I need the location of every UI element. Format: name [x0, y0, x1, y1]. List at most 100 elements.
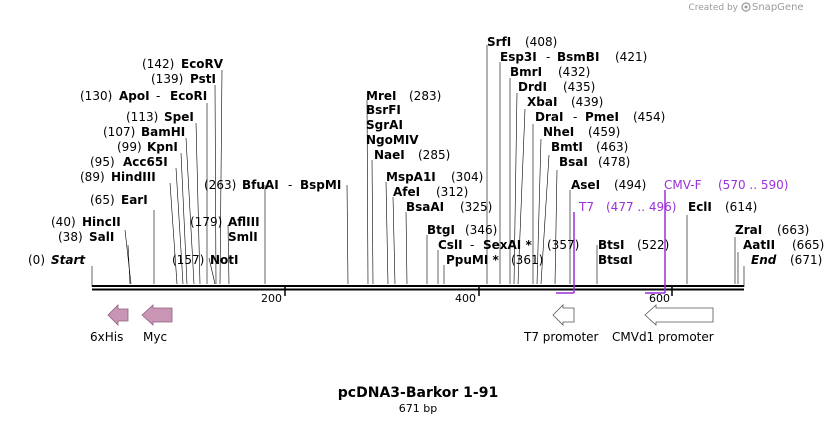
- site-separator: -: [288, 178, 292, 192]
- site-name-4: NgoMIV: [366, 133, 419, 147]
- site-mrei-group[interactable]: MreI (283) BsrFI SgrAI NgoMIV: [366, 89, 441, 147]
- feature-myc-label: Myc: [143, 330, 167, 344]
- site-separator: -: [470, 238, 474, 252]
- site-drdi[interactable]: DrdI (435): [518, 80, 595, 94]
- site-name: NotI: [210, 253, 239, 267]
- site-separator: -: [573, 110, 577, 124]
- site-ecli[interactable]: EclI (614): [688, 200, 757, 214]
- site-name: End: [751, 253, 777, 267]
- site-bmri[interactable]: BmrI (432): [510, 65, 590, 79]
- site-xbai[interactable]: XbaI (439): [527, 95, 603, 109]
- site-position: (432): [558, 65, 590, 79]
- site-position: (113): [126, 110, 158, 124]
- site-afei[interactable]: AfeI (312): [393, 185, 468, 199]
- tick-label-200: 200: [261, 292, 282, 305]
- site-name: SrfI: [487, 35, 511, 49]
- feature-cmvd1-promoter-arrow[interactable]: [644, 304, 714, 326]
- site-btsi-btsai[interactable]: BtsI (522) BtsαI: [598, 238, 669, 267]
- site-asei[interactable]: AseI (494): [571, 178, 646, 192]
- site-name: NaeI: [374, 148, 405, 162]
- site-position: (157): [172, 253, 204, 267]
- site-position: (285): [418, 148, 450, 162]
- site-acc65i[interactable]: (95) Acc65I: [90, 155, 168, 169]
- site-btgi[interactable]: BtgI (346): [427, 223, 497, 237]
- site-position: (454): [633, 110, 665, 124]
- tick-label-600: 600: [649, 292, 670, 305]
- site-psti[interactable]: (139) PstI: [151, 72, 216, 86]
- site-position: (665): [792, 238, 824, 252]
- site-naei[interactable]: NaeI (285): [374, 148, 450, 162]
- map-length: 671 bp: [399, 402, 437, 415]
- site-position: (312): [436, 185, 468, 199]
- feature-6xhis-arrow[interactable]: [107, 304, 129, 326]
- site-position: (0): [28, 253, 45, 267]
- site-name: XbaI: [527, 95, 557, 109]
- site-name: SalI: [89, 230, 114, 244]
- site-hincii[interactable]: (40) HincII: [51, 215, 121, 229]
- site-ppumi[interactable]: PpuMI * (361): [446, 253, 543, 267]
- site-name: EcoRV: [181, 57, 224, 71]
- site-name: Acc65I: [123, 155, 168, 169]
- site-mspa1i[interactable]: MspA1I (304): [386, 170, 483, 184]
- primer-t7-range: (477 .. 496): [606, 200, 676, 214]
- site-kpni[interactable]: (99) KpnI: [117, 140, 178, 154]
- site-name: AflIII: [228, 215, 260, 229]
- site-afliii-smli[interactable]: (179) AflIII SmlI: [190, 215, 260, 244]
- site-position: (435): [563, 80, 595, 94]
- site-bamhi[interactable]: (107) BamHI: [103, 125, 185, 139]
- site-esp3i-bsmbi[interactable]: Esp3I - BsmBI (421): [500, 50, 647, 64]
- feature-cmvd1-promoter-label: CMVd1 promoter: [612, 330, 714, 344]
- feature-t7-promoter-label: T7 promoter: [523, 330, 599, 344]
- primer-t7[interactable]: [556, 212, 575, 294]
- site-position: (263): [204, 178, 236, 192]
- primer-cmv-f[interactable]: [645, 190, 666, 294]
- site-spei[interactable]: (113) SpeI: [126, 110, 194, 124]
- site-position: (99): [117, 140, 142, 154]
- site-eari[interactable]: (65) EarI: [90, 193, 148, 207]
- site-csli-sexai[interactable]: CslI - SexAI * (357): [438, 238, 579, 252]
- site-ecorv[interactable]: (142) EcoRV: [142, 57, 224, 71]
- site-name: Start: [51, 253, 86, 267]
- site-name: Esp3I: [500, 50, 537, 64]
- site-name-3: SgrAI: [366, 118, 403, 132]
- primer-cmv-f-name: CMV-F: [664, 178, 702, 192]
- site-position: (663): [777, 223, 809, 237]
- site-position: (89): [80, 170, 105, 184]
- site-name: AfeI: [393, 185, 420, 199]
- site-position: (357): [547, 238, 579, 252]
- site-position: (38): [58, 230, 83, 244]
- site-position: (478): [598, 155, 630, 169]
- site-noti[interactable]: (157) NotI: [172, 253, 239, 267]
- site-bsaai[interactable]: BsaAI (325): [406, 200, 492, 214]
- site-name-2: BtsαI: [598, 253, 633, 267]
- site-position: (361): [511, 253, 543, 267]
- site-position: (614): [725, 200, 757, 214]
- feature-t7-promoter-arrow[interactable]: [552, 304, 575, 326]
- site-position: (463): [596, 140, 628, 154]
- site-name: BamHI: [141, 125, 185, 139]
- site-position: (179): [190, 215, 222, 229]
- site-bfuai-bspmi[interactable]: (263) BfuAI - BspMI: [204, 178, 341, 192]
- site-name: HincII: [82, 215, 121, 229]
- site-position: (40): [51, 215, 76, 229]
- site-bmti[interactable]: BmtI (463): [551, 140, 628, 154]
- site-start[interactable]: (0) Start: [28, 253, 86, 267]
- site-end[interactable]: End (671): [751, 253, 822, 267]
- site-bsai[interactable]: BsaI (478): [559, 155, 630, 169]
- site-srfi[interactable]: SrfI (408): [487, 35, 557, 49]
- credit-brand: SnapGene: [752, 2, 804, 13]
- snapgene-logo-icon: [741, 2, 751, 12]
- site-hindiii[interactable]: (89) HindIII: [80, 170, 156, 184]
- site-zrai[interactable]: ZraI (663): [735, 223, 809, 237]
- feature-myc-arrow[interactable]: [141, 304, 173, 326]
- site-drai-pmei[interactable]: DraI - PmeI (454): [535, 110, 665, 124]
- site-sali[interactable]: (38) SalI: [58, 230, 114, 244]
- site-position: (522): [637, 238, 669, 252]
- site-aatii[interactable]: AatII (665): [743, 238, 824, 252]
- site-name-2: BsrFI: [366, 103, 401, 117]
- site-apoi-ecori[interactable]: (130) ApoI - EcoRI: [80, 89, 207, 103]
- site-position: (95): [90, 155, 115, 169]
- site-position: (439): [571, 95, 603, 109]
- site-position: (130): [80, 89, 112, 103]
- site-nhei[interactable]: NheI (459): [543, 125, 620, 139]
